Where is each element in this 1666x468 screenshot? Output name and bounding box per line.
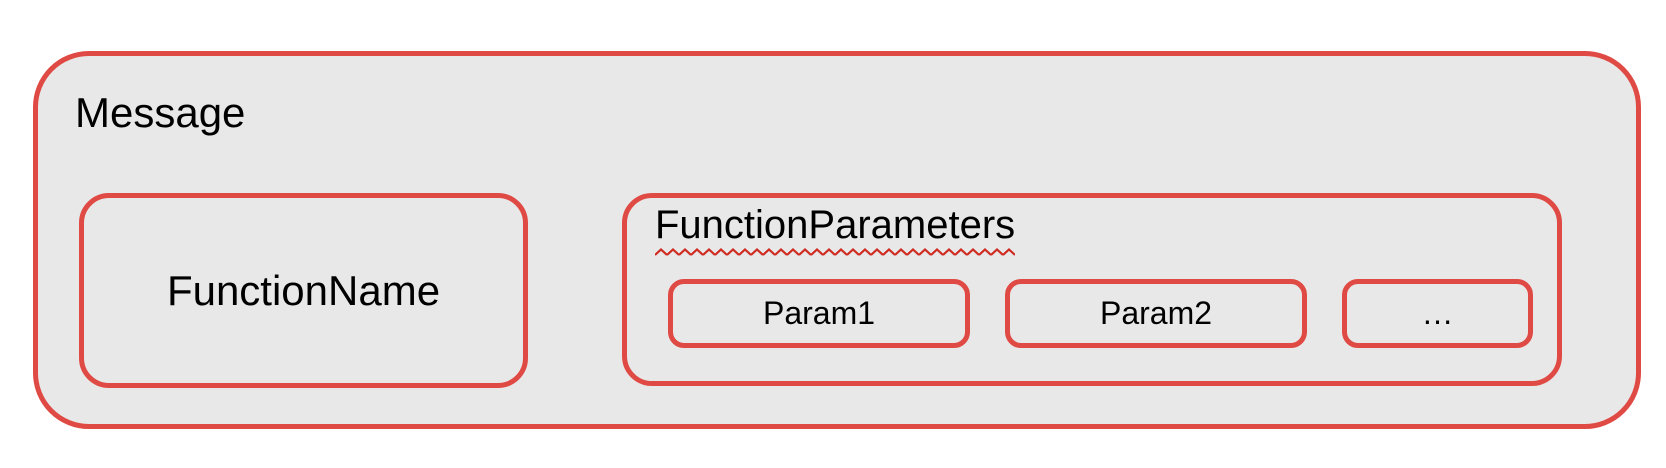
param-box-1: Param1: [668, 279, 970, 348]
message-label: Message: [75, 89, 246, 136]
function-parameters-label: FunctionParameters: [655, 203, 1016, 247]
function-name-label: FunctionName: [166, 266, 441, 314]
param-box-2: Param2: [1005, 279, 1307, 348]
function-parameters-box: FunctionParameters Param1 Param2 …: [622, 193, 1562, 386]
message-box: Message FunctionName FunctionParameters …: [33, 51, 1641, 429]
param-2-label: Param2: [1099, 295, 1213, 331]
param-1-label: Param1: [762, 295, 876, 331]
param-ellipsis-label: …: [1421, 295, 1454, 331]
function-name-box: FunctionName: [79, 193, 528, 388]
spellcheck-squiggle-underline-icon: [655, 248, 1016, 257]
function-parameters-label-group: FunctionParameters: [655, 202, 1016, 257]
param-box-ellipsis: …: [1342, 279, 1533, 348]
